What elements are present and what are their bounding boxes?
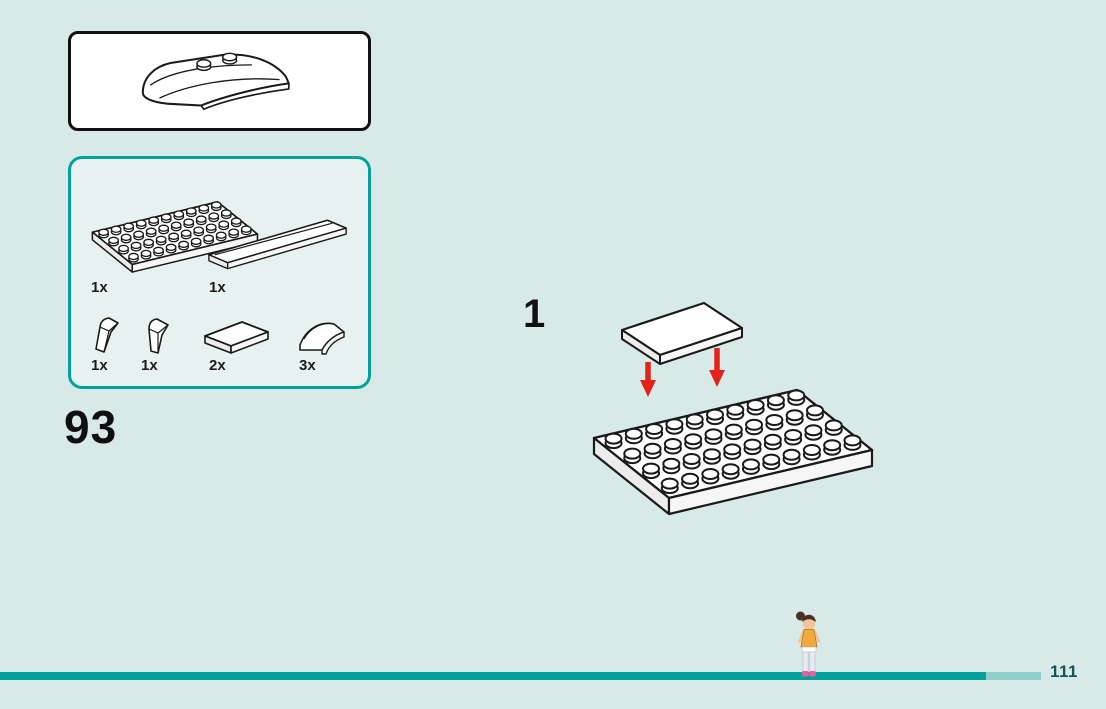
- placement-arrow-icon: [640, 362, 656, 397]
- part-quantity-label: 1x: [91, 279, 108, 296]
- curved-slope-piece-icon: [299, 322, 345, 355]
- part-quantity-label: 3x: [299, 357, 316, 374]
- base-plate-4x10-icon: [592, 388, 874, 516]
- substep-number: 1: [523, 292, 546, 336]
- part-quantity-label: 1x: [91, 357, 108, 374]
- assembly-step-number: 93: [64, 401, 118, 453]
- page-number: 111: [1050, 662, 1078, 681]
- curved-windscreen-piece-icon: [141, 52, 290, 110]
- footer-accent-bar-tail: [986, 672, 1041, 680]
- tile-2x4-icon: [620, 301, 744, 365]
- long-thin-slope-piece-icon: [208, 219, 347, 270]
- step-illustration: [592, 301, 874, 516]
- minifigure-icon: [796, 611, 820, 677]
- tile-2x2-piece-icon: [204, 321, 269, 354]
- parts-list-panel: 1x 1x 1x 1x 2x 3x: [68, 156, 371, 389]
- part-quantity-label: 1x: [209, 279, 226, 296]
- part-quantity-label: 2x: [209, 357, 226, 374]
- small-wedge-right-piece-icon: [148, 318, 169, 354]
- plate-4x10-piece-icon: [91, 201, 259, 273]
- small-wedge-left-piece-icon: [95, 317, 119, 353]
- placement-arrow-icon: [709, 348, 725, 387]
- result-callout-box: [68, 31, 371, 131]
- part-quantity-label: 1x: [141, 357, 158, 374]
- footer-accent-bar: [0, 672, 986, 680]
